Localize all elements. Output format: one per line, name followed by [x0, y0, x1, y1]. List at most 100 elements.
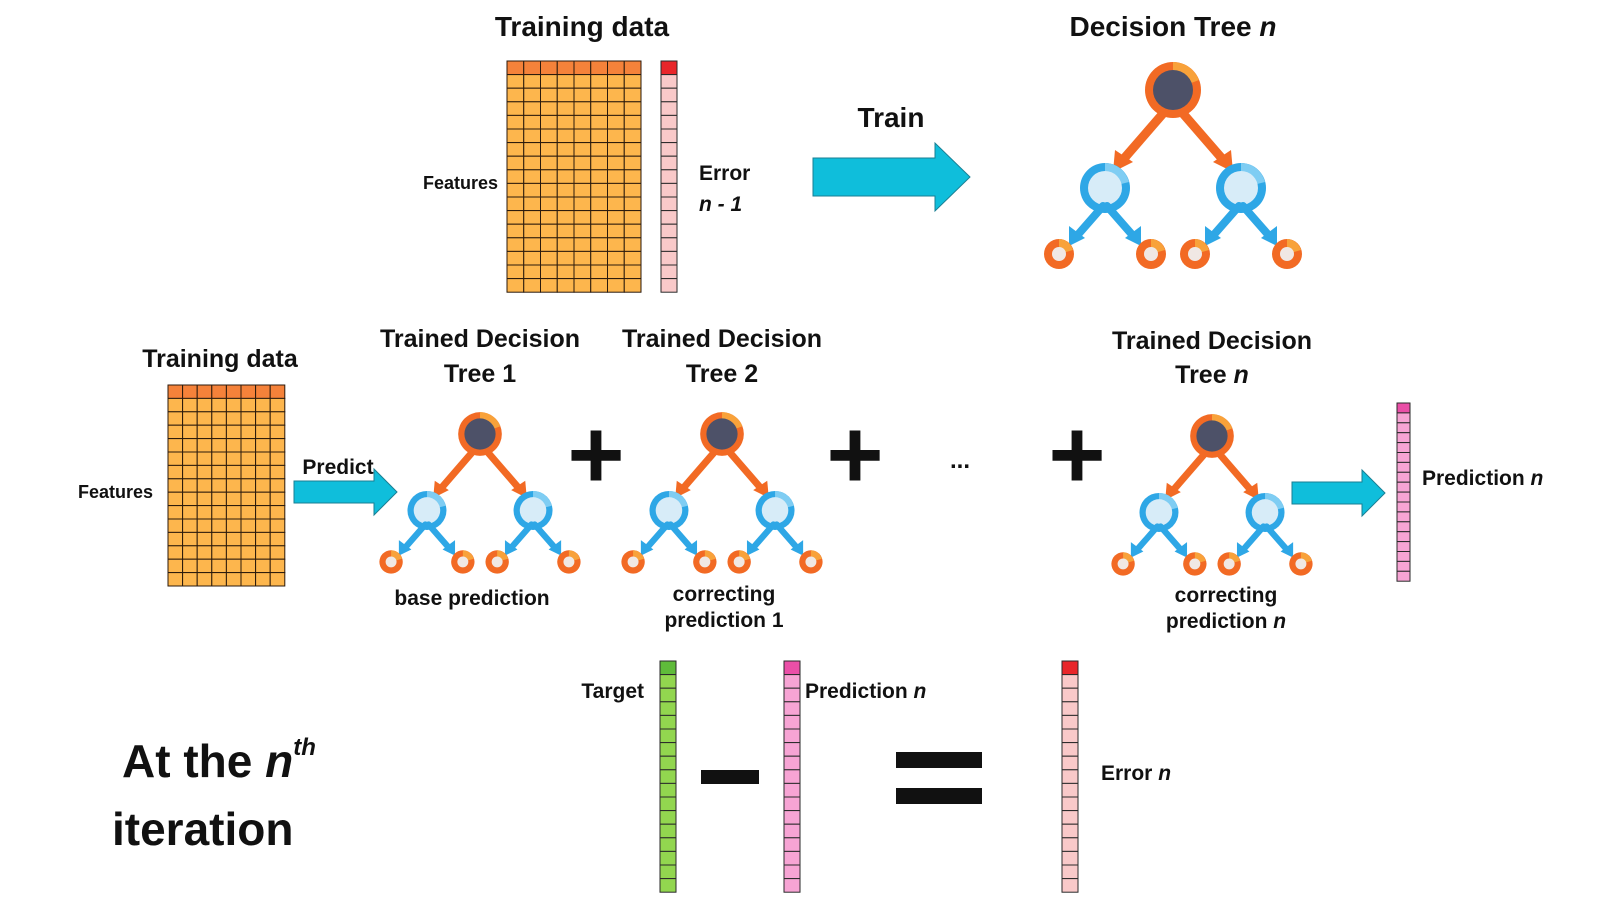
grid-cell [523, 142, 541, 157]
vector-cell [1061, 660, 1079, 676]
vector-cell [1396, 461, 1411, 473]
vector-cell [1396, 511, 1411, 523]
grid-cell [573, 196, 592, 212]
grid-cell [540, 223, 558, 239]
top-error-label: Error [699, 162, 750, 185]
grid-cell [623, 278, 642, 293]
grid-cell [167, 438, 184, 453]
vector-cell [660, 196, 678, 212]
grid-cell [225, 451, 242, 466]
minus-sign [701, 770, 759, 784]
vector-cell [1396, 551, 1411, 562]
grid-cell [523, 128, 541, 144]
grid-cell [196, 451, 213, 466]
grid-cell [573, 142, 592, 157]
grid-cell [523, 250, 541, 266]
grid-cell [523, 278, 541, 293]
grid-cell [623, 182, 642, 198]
grid-cell [182, 572, 198, 587]
grid-cell [573, 169, 592, 184]
grid-cell [167, 397, 184, 413]
grid-cell [196, 384, 213, 399]
grid-cell [556, 196, 575, 212]
grid-cell [269, 438, 286, 453]
grid-cell [240, 464, 257, 480]
grid-cell [506, 74, 525, 89]
grid-cell [556, 155, 575, 171]
iteration-line1-n: n [265, 735, 293, 787]
grid-cell [590, 87, 608, 103]
grid-cell [225, 558, 242, 574]
vector-cell [1396, 452, 1411, 463]
grid-cell [240, 424, 257, 440]
mid-training-data-title: Training data [142, 345, 299, 373]
grid-cell [167, 384, 184, 399]
grid-cell [240, 572, 257, 587]
grid-cell [573, 210, 592, 225]
grid-cell [540, 101, 558, 116]
bottom-error-column [1061, 660, 1079, 893]
grid-cell [196, 424, 213, 440]
grid-cell [506, 155, 525, 171]
grid-cell [211, 531, 227, 547]
vector-cell [783, 660, 801, 676]
bottom-prediction-label-n: n [914, 680, 927, 703]
grid-cell [607, 114, 625, 130]
grid-cell [167, 464, 184, 480]
grid-cell [607, 142, 625, 157]
grid-cell [182, 505, 198, 520]
grid-cell [196, 397, 213, 413]
grid-cell [623, 169, 642, 184]
grid-cell [607, 278, 625, 293]
grid-cell [590, 142, 608, 157]
grid-cell [556, 142, 575, 157]
grid-cell [556, 87, 575, 103]
grid-cell [573, 87, 592, 103]
grid-cell [196, 572, 213, 587]
grid-cell [182, 397, 198, 413]
grid-cell [590, 169, 608, 184]
grid-cell [523, 210, 541, 225]
grid-cell [523, 196, 541, 212]
tree1-title-line2: Tree 1 [444, 360, 516, 388]
treen-caption-line2-n: n [1273, 610, 1286, 633]
vector-cell [1061, 728, 1079, 744]
vector-cell [1061, 850, 1079, 866]
vector-cell [1396, 531, 1411, 543]
grid-cell [269, 464, 286, 480]
vector-cell [659, 660, 677, 676]
grid-cell [196, 505, 213, 520]
vector-cell [660, 264, 678, 280]
grid-cell [523, 169, 541, 184]
vector-cell [1396, 471, 1411, 483]
grid-cell [240, 545, 257, 560]
grid-cell [225, 505, 242, 520]
vector-cell [660, 101, 678, 116]
grid-cell [167, 572, 184, 587]
vector-cell [783, 742, 801, 757]
grid-cell [607, 87, 625, 103]
vector-cell [660, 237, 678, 252]
grid-cell [211, 397, 227, 413]
predict-arrow [293, 467, 398, 517]
grid-cell [556, 128, 575, 144]
grid-cell [573, 155, 592, 171]
vector-cell [1061, 878, 1079, 893]
grid-cell [623, 101, 642, 116]
grid-cell [556, 182, 575, 198]
grid-cell [255, 505, 271, 520]
grid-cell [255, 531, 271, 547]
grid-cell [623, 196, 642, 212]
mid-prediction-label: Prediction n [1422, 467, 1543, 490]
grid-cell [255, 384, 271, 399]
grid-cell [240, 411, 257, 426]
vector-cell [660, 74, 678, 89]
grid-cell [607, 169, 625, 184]
grid-cell [211, 491, 227, 507]
grid-cell [255, 438, 271, 453]
grid-cell [556, 210, 575, 225]
treen-title-line2: Tree n [1175, 361, 1249, 389]
grid-cell [196, 531, 213, 547]
grid-cell [240, 558, 257, 574]
